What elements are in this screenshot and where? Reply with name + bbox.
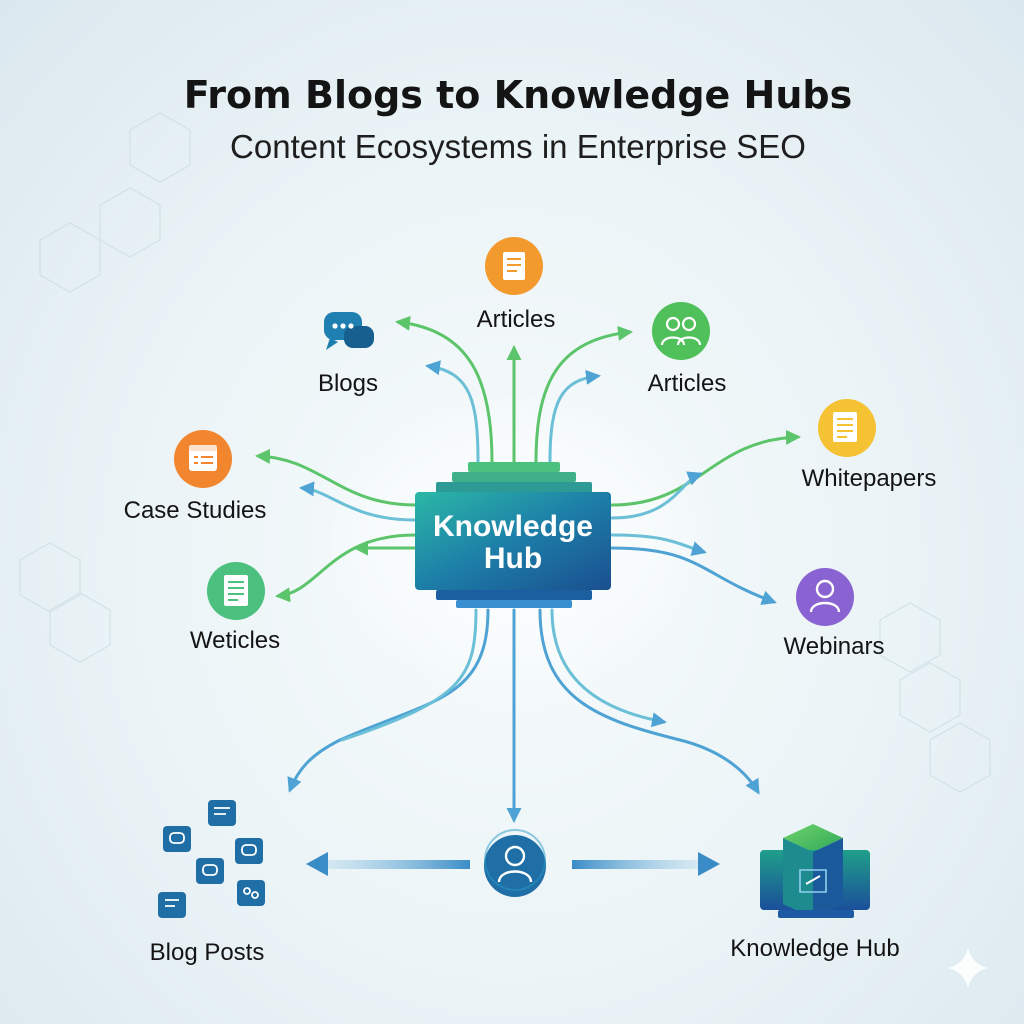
node-blogs[interactable]: Blogs <box>318 312 378 397</box>
arrow-to-blog-posts <box>287 608 490 793</box>
chat-tiles-icon <box>158 800 265 918</box>
arrow-to-whitepapers <box>610 429 801 507</box>
diagram-subtitle: Content Ecosystems in Enterprise SEO <box>230 128 806 165</box>
hub-label-line1: Knowledge <box>433 510 593 543</box>
arrow-to-blogs <box>395 315 494 464</box>
articles-top-label: Articles <box>477 306 556 333</box>
node-weticles[interactable]: Weticles <box>190 562 280 654</box>
arrow-to-case-studies-2 <box>299 481 417 522</box>
arrow-to-articles-right-2 <box>548 369 601 464</box>
case-studies-label: Case Studies <box>124 497 267 524</box>
arrow-to-blogs-2 <box>425 360 480 464</box>
blogs-label: Blogs <box>318 370 378 397</box>
arrow-to-case-studies <box>255 448 417 507</box>
chat-bubbles-icon <box>324 312 374 350</box>
arrow-to-webinars-2 <box>610 533 707 556</box>
node-articles-right[interactable]: Articles <box>648 302 727 397</box>
arrow-to-whitepapers-2 <box>610 471 703 520</box>
node-blog-posts[interactable]: Blog Posts <box>150 800 265 966</box>
stacked-cube-icon <box>760 824 870 918</box>
hexagon-background <box>19 112 991 793</box>
people-icon <box>652 302 710 360</box>
arrow-down-left-2 <box>340 608 478 742</box>
whitepapers-label: Whitepapers <box>802 465 937 492</box>
node-webinars[interactable]: Webinars <box>784 568 885 660</box>
node-whitepapers[interactable]: Whitepapers <box>802 399 937 492</box>
flow-arrows <box>255 315 801 823</box>
node-knowledge-hub-bottom[interactable]: Knowledge Hub <box>730 824 900 962</box>
weticles-label: Weticles <box>190 627 280 654</box>
webinars-label: Webinars <box>784 633 885 660</box>
arrow-to-webinars <box>610 546 777 605</box>
articles-right-label: Articles <box>648 370 727 397</box>
blog-posts-label: Blog Posts <box>150 939 265 966</box>
arrow-to-articles-right <box>534 325 633 464</box>
arrow-to-weticles <box>275 533 417 603</box>
bottom-flow-arrows <box>306 852 720 876</box>
knowledge-hub-bottom-label: Knowledge Hub <box>730 935 899 962</box>
arrow-to-knowledge-hub-bottom <box>538 608 760 795</box>
arrow-down-right-2 <box>550 608 667 728</box>
knowledge-hub-node[interactable]: Knowledge Hub <box>415 462 611 608</box>
user-center-node[interactable] <box>484 829 546 897</box>
sparkle-icon <box>948 948 988 988</box>
node-articles-top[interactable]: Articles <box>477 237 556 333</box>
node-case-studies[interactable]: Case Studies <box>124 430 267 524</box>
diagram-title: From Blogs to Knowledge Hubs <box>184 73 852 117</box>
hub-label-line2: Hub <box>484 542 542 575</box>
